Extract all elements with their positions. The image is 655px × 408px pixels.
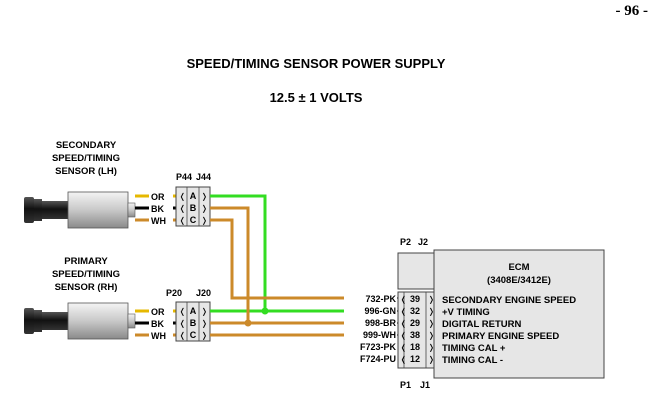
svg-text:❬: ❬ — [179, 307, 186, 316]
ecm-pin-brackets: ❬ ❭ ❬ ❭ ❬ ❭ ❬ ❭ ❬ ❭ ❬ ❭ — [400, 295, 435, 364]
secondary-sensor-icon — [24, 191, 136, 229]
ecm-pin-1: 39 — [410, 294, 420, 304]
wire-996-gn — [210, 194, 345, 313]
svg-text:❭: ❭ — [428, 343, 435, 352]
primary-label-line-3: SENSOR (RH) — [55, 282, 118, 293]
svg-text:❬: ❬ — [400, 319, 407, 328]
secondary-pin-b: B — [190, 203, 197, 213]
primary-pin-b: B — [190, 318, 197, 328]
secondary-wire-wh: WH — [151, 216, 166, 226]
svg-text:❭: ❭ — [428, 295, 435, 304]
svg-text:❭: ❭ — [428, 307, 435, 316]
ecm-upper-jack: J2 — [418, 237, 428, 247]
wire-label-2: 996-GN — [364, 306, 396, 316]
primary-pin-c: C — [190, 330, 197, 340]
secondary-label-line-3: SENSOR (LH) — [55, 166, 117, 177]
secondary-wire-label-bg — [149, 191, 173, 224]
ecm-pin-2: 32 — [410, 306, 420, 316]
ecm-upper-connector — [397, 252, 435, 290]
wire-732-pk — [210, 218, 345, 300]
svg-text:❭: ❭ — [201, 307, 208, 316]
secondary-label-line-2: SPEED/TIMING — [52, 153, 120, 164]
primary-pin-a: A — [190, 306, 197, 316]
primary-jack-label: J20 — [196, 288, 211, 298]
primary-label-line-1: PRIMARY — [64, 256, 108, 267]
ecm-function-5: TIMING CAL + — [442, 343, 506, 354]
voltage-spec: 12.5 ± 1 VOLTS — [270, 90, 363, 105]
splice-orange-icon — [244, 319, 252, 327]
svg-text:❬: ❬ — [179, 216, 186, 225]
ecm-lower-plug: P1 — [400, 380, 411, 390]
secondary-connector: ❬ ❬ ❬ ❭ ❭ ❭ — [175, 186, 211, 227]
primary-wire-or: OR — [151, 307, 165, 317]
ecm-pin-6: 12 — [410, 354, 420, 364]
primary-wire-label-bg — [149, 306, 173, 339]
svg-text:❬: ❬ — [400, 343, 407, 352]
svg-text:❬: ❬ — [179, 192, 186, 201]
svg-text:❭: ❭ — [428, 355, 435, 364]
primary-sensor-icon — [24, 302, 136, 340]
svg-text:❬: ❬ — [179, 204, 186, 213]
svg-text:❬: ❬ — [400, 355, 407, 364]
primary-connector: ❬ ❬ ❬ ❭ ❭ ❭ — [175, 301, 211, 342]
ecm-function-3: DIGITAL RETURN — [442, 319, 521, 330]
primary-wire-bk: BK — [151, 319, 164, 329]
splice-green-icon — [261, 307, 269, 315]
primary-wire-wh: WH — [151, 331, 166, 341]
svg-text:❭: ❭ — [201, 192, 208, 201]
ecm-pin-3: 29 — [410, 318, 420, 328]
page-number: - 96 - — [616, 3, 649, 19]
secondary-pin-c: C — [190, 215, 197, 225]
secondary-jack-label: J44 — [196, 172, 211, 182]
wire-998-br — [210, 206, 345, 325]
ecm-model: (3408E/3412E) — [487, 275, 551, 286]
ecm-function-4: PRIMARY ENGINE SPEED — [442, 331, 559, 342]
wire-label-3: 998-BR — [365, 318, 397, 328]
wire-label-5: F723-PK — [360, 342, 397, 352]
primary-plug-label: P20 — [166, 288, 182, 298]
svg-text:❭: ❭ — [201, 204, 208, 213]
svg-text:❬: ❬ — [400, 295, 407, 304]
svg-text:❭: ❭ — [428, 319, 435, 328]
ecm-pin-4: 38 — [410, 330, 420, 340]
svg-text:❬: ❬ — [400, 307, 407, 316]
secondary-wire-bk: BK — [151, 204, 164, 214]
ecm-title: ECM — [508, 262, 529, 273]
secondary-wire-or: OR — [151, 192, 165, 202]
ecm-wire-label-bg — [344, 291, 397, 365]
secondary-label-line-1: SECONDARY — [56, 140, 117, 151]
svg-text:❭: ❭ — [428, 331, 435, 340]
svg-text:❭: ❭ — [201, 319, 208, 328]
secondary-sensor-label: SECONDARY SPEED/TIMING SENSOR (LH) — [52, 140, 120, 177]
primary-label-line-2: SPEED/TIMING — [52, 269, 120, 280]
ecm-function-2: +V TIMING — [442, 307, 490, 318]
wire-label-4: 999-WH — [363, 330, 396, 340]
ecm-lower-jack: J1 — [420, 380, 430, 390]
svg-text:❬: ❬ — [179, 319, 186, 328]
secondary-pin-a: A — [190, 191, 197, 201]
secondary-plug-label: P44 — [176, 172, 192, 182]
svg-text:❭: ❭ — [201, 216, 208, 225]
wire-label-6: F724-PU — [360, 354, 396, 364]
primary-sensor-label: PRIMARY SPEED/TIMING SENSOR (RH) — [52, 256, 120, 293]
diagram-title: SPEED/TIMING SENSOR POWER SUPPLY — [187, 56, 446, 71]
svg-text:❬: ❬ — [179, 331, 186, 340]
wire-label-1: 732-PK — [365, 294, 396, 304]
svg-text:❭: ❭ — [201, 331, 208, 340]
svg-text:❬: ❬ — [400, 331, 407, 340]
ecm-function-1: SECONDARY ENGINE SPEED — [442, 295, 576, 306]
ecm-upper-plug: P2 — [400, 237, 411, 247]
ecm-pin-5: 18 — [410, 342, 420, 352]
ecm-function-6: TIMING CAL - — [442, 355, 503, 366]
